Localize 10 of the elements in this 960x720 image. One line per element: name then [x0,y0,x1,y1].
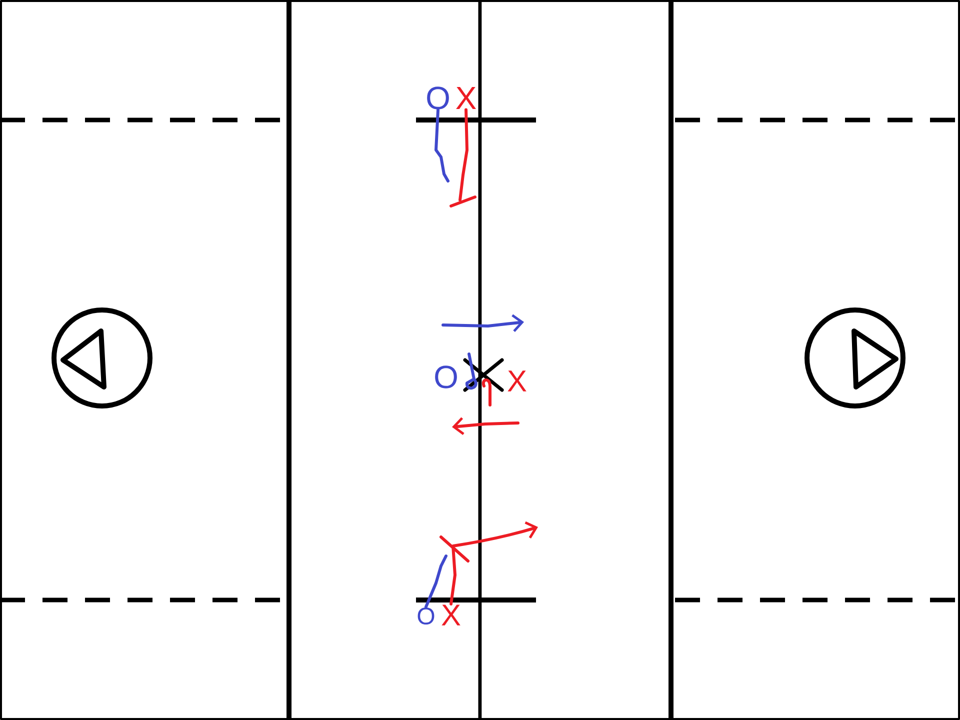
player-letter: O [435,366,457,388]
player-letter: O [427,86,449,110]
player-letter: X [456,87,476,109]
movement-line [424,554,448,608]
player-letter: X [508,370,526,392]
movement-line [458,108,468,202]
movement-line [434,108,450,182]
movement-line [450,521,538,606]
player-letter: O [418,608,434,624]
player-letter: X [442,604,460,626]
